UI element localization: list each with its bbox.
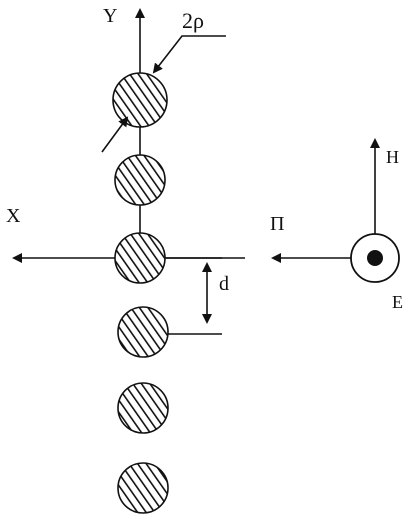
electric-field-label: E [392, 292, 403, 312]
poynting-label: Π [270, 213, 284, 235]
diameter-label: 2ρ [182, 8, 204, 33]
wire-4 [117, 306, 169, 358]
diameter-leader-bottom [101, 116, 129, 153]
wire-5 [117, 382, 169, 434]
wire-6 [117, 462, 169, 514]
wire-2 [114, 154, 166, 206]
electric-field-dot [367, 250, 383, 266]
diameter-leader-top [152, 35, 226, 74]
magnetic-field-label: H [386, 147, 399, 167]
wire-1 [112, 72, 168, 128]
x-axis-label: X [6, 205, 21, 227]
wire-3 [114, 232, 166, 284]
spacing-label: d [219, 273, 229, 295]
y-axis-label: Y [103, 5, 117, 27]
